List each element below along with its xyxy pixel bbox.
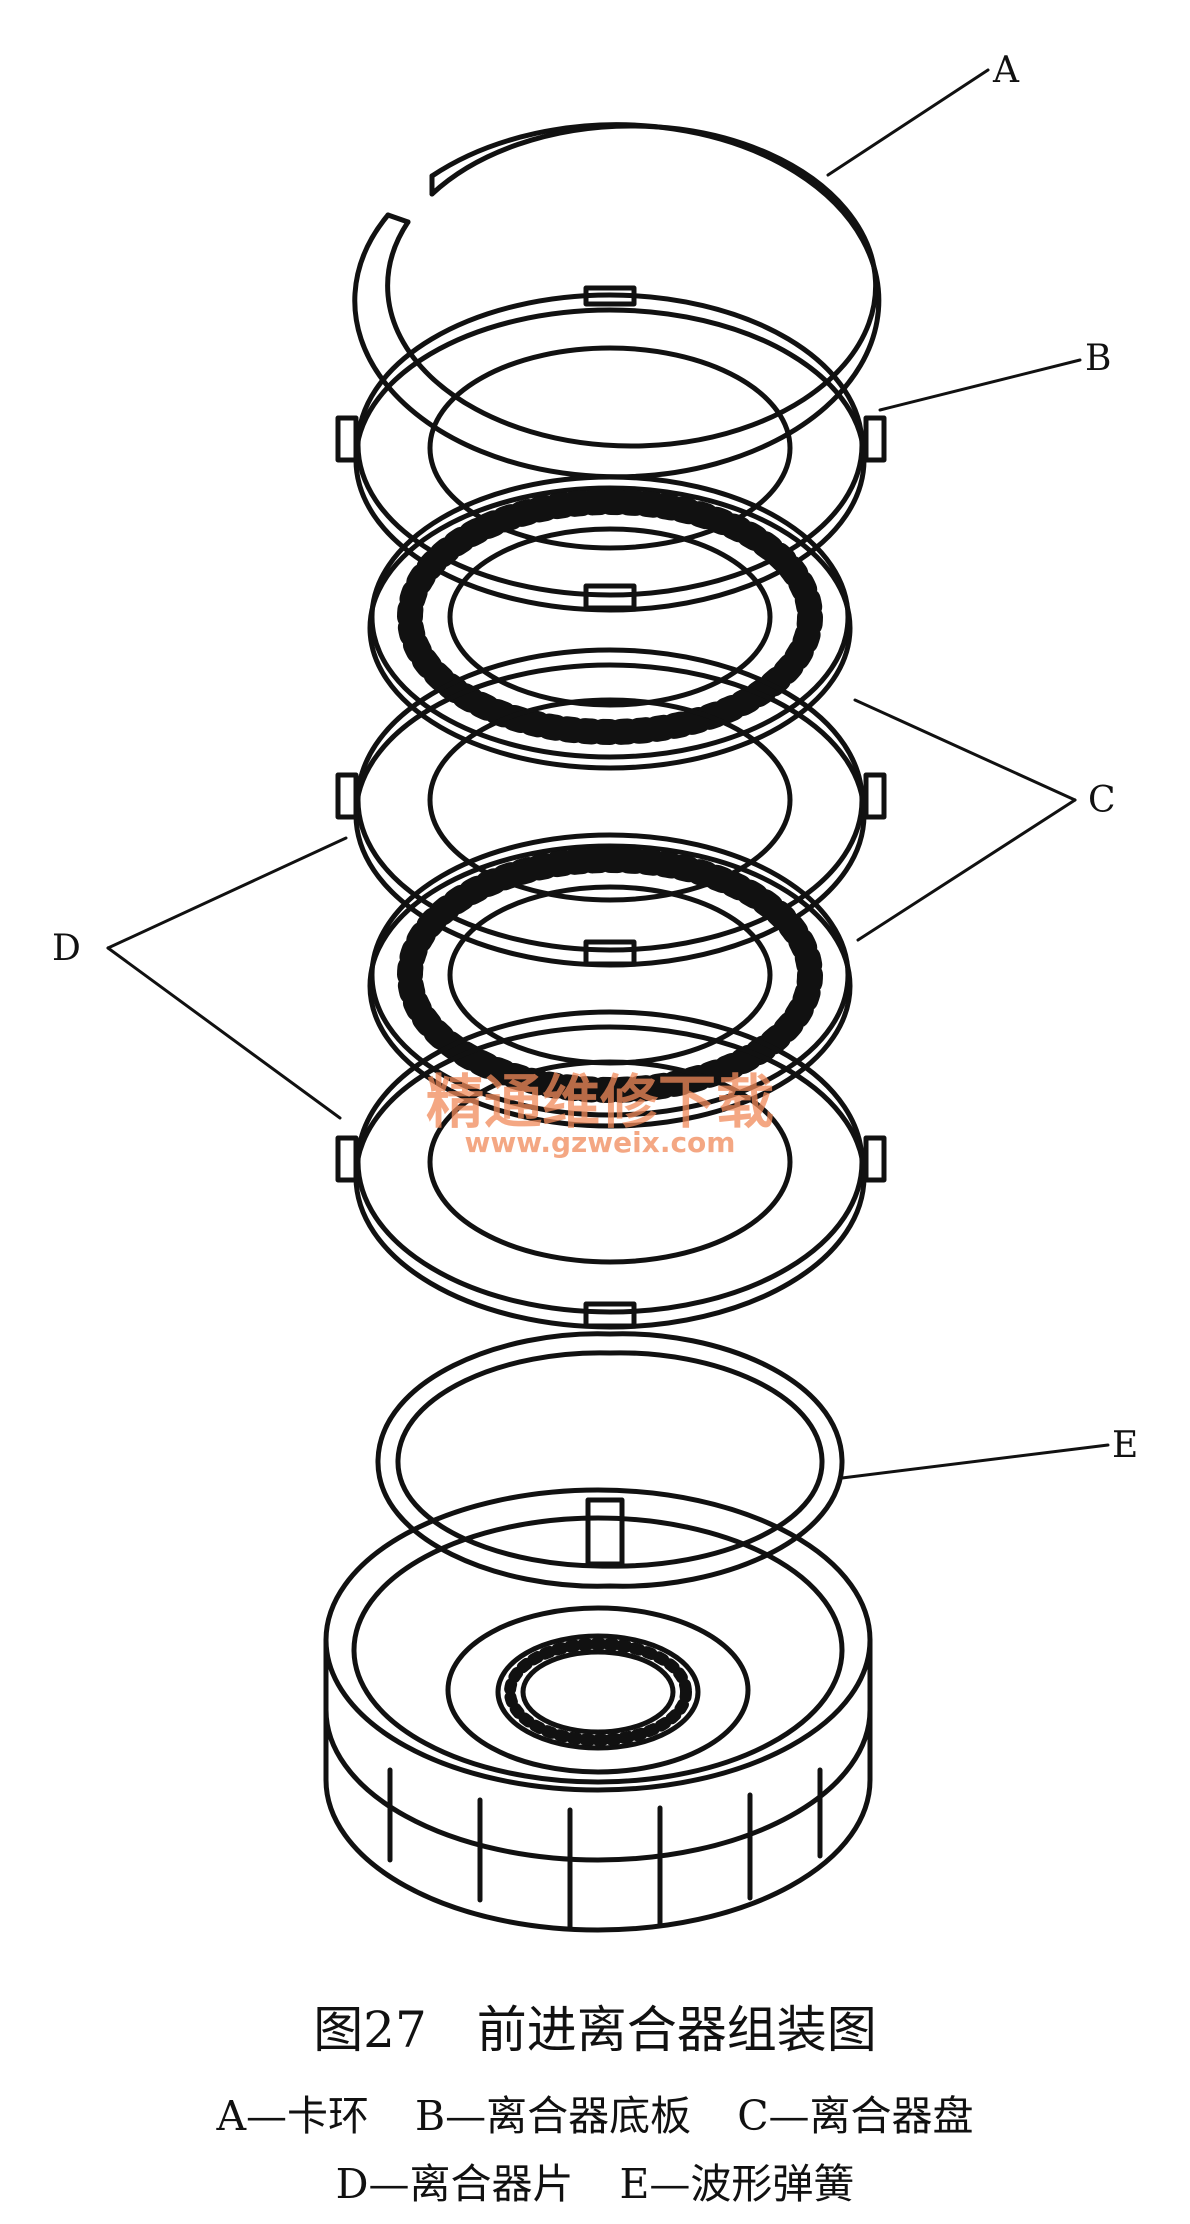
- watermark-text: 精通维修下载: [426, 1068, 774, 1136]
- legend-item-b: B—离合器底板: [415, 2092, 692, 2140]
- clutch-plate-d-lower: [335, 1009, 887, 1330]
- watermark-url: www.gzweix.com: [465, 1126, 736, 1159]
- clutch-disc-c-upper: [367, 474, 853, 771]
- clutch-drum: [323, 1487, 873, 1933]
- base-plate-b: [335, 285, 887, 613]
- label-e: E: [1112, 1425, 1138, 1466]
- figure-caption: 图27 前进离合器组装图: [313, 2001, 877, 2059]
- leader-lines: [106, 68, 1110, 1480]
- label-c: C: [1088, 780, 1116, 821]
- legend-item-a: A—卡环: [216, 2092, 370, 2140]
- clutch-exploded-diagram: A B C D E 精通维修下载 www.gzweix.com: [52, 50, 1138, 1933]
- clutch-plate-d-upper: [335, 647, 887, 968]
- legend-line-1: A—卡环 B—离合器底板 C—离合器盘: [0, 2082, 1190, 2142]
- legend-item-e: E—波形弹簧: [619, 2160, 855, 2208]
- label-a: A: [992, 50, 1020, 91]
- clutch-disc-c-lower: [367, 832, 853, 1129]
- legend-item-d: D—离合器片: [335, 2160, 574, 2208]
- label-d: D: [52, 928, 81, 969]
- wave-spring-e: [375, 1331, 845, 1589]
- legend-item-c: C—离合器盘: [737, 2092, 974, 2140]
- legend-line-2: D—离合器片 E—波形弹簧: [0, 2150, 1190, 2210]
- label-b: B: [1085, 338, 1111, 379]
